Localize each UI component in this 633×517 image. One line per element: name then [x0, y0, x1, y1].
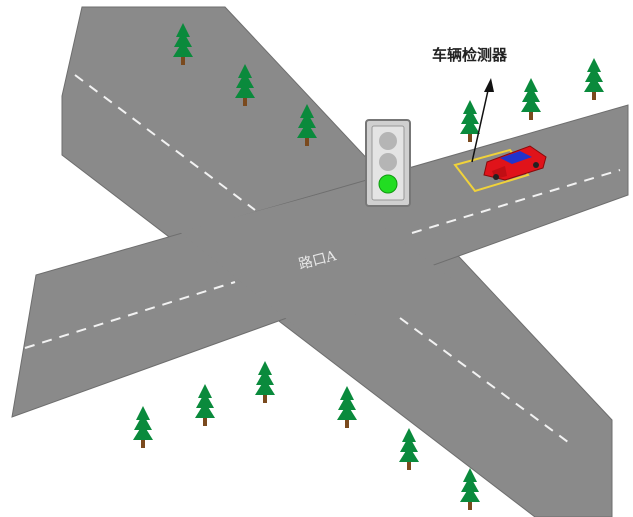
- road-network: [11, 6, 629, 517]
- detector-zone: [453, 148, 530, 193]
- lamp-yellow: [379, 153, 397, 171]
- tree-icon: [584, 58, 604, 100]
- traffic-light-icon: [365, 119, 411, 207]
- arrow-icon: [471, 78, 494, 163]
- tree-icon: [195, 384, 215, 426]
- tree-icon: [460, 468, 480, 510]
- tree-icon: [133, 406, 153, 448]
- lane-divider-nw: [74, 74, 256, 211]
- detector-label: 车辆检测器: [432, 46, 508, 64]
- tree-icon: [521, 78, 541, 120]
- tree-icon: [399, 428, 419, 470]
- tree-icon: [460, 100, 480, 142]
- car-icon: [483, 145, 547, 181]
- tree-icon: [337, 386, 357, 428]
- lane-divider-ne: [411, 169, 621, 234]
- tree-icon: [255, 361, 275, 403]
- lane-divider-sw: [24, 281, 236, 349]
- lamp-red: [379, 132, 397, 150]
- intersection-area: [180, 190, 460, 330]
- lamp-green: [378, 174, 398, 194]
